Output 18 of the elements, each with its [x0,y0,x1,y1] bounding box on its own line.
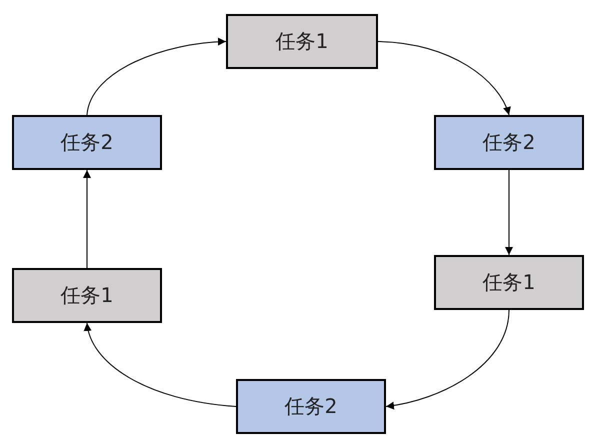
arrow [378,41,510,116]
process-box [236,379,386,434]
arrow [84,322,236,407]
process-box [226,14,378,69]
arrow [505,170,513,256]
arrow [86,38,226,116]
box-label: 任务2 [60,129,114,156]
box-label: 任务1 [60,282,114,309]
arrow [83,170,91,268]
process-box [12,115,162,170]
box-label: 任务1 [482,269,536,296]
process-box [434,255,584,310]
box-label: 任务2 [482,129,536,156]
process-box [434,115,584,170]
box-label: 任务1 [276,28,328,55]
arrow [386,310,510,410]
process-box [12,268,162,323]
box-label: 任务2 [284,393,338,420]
